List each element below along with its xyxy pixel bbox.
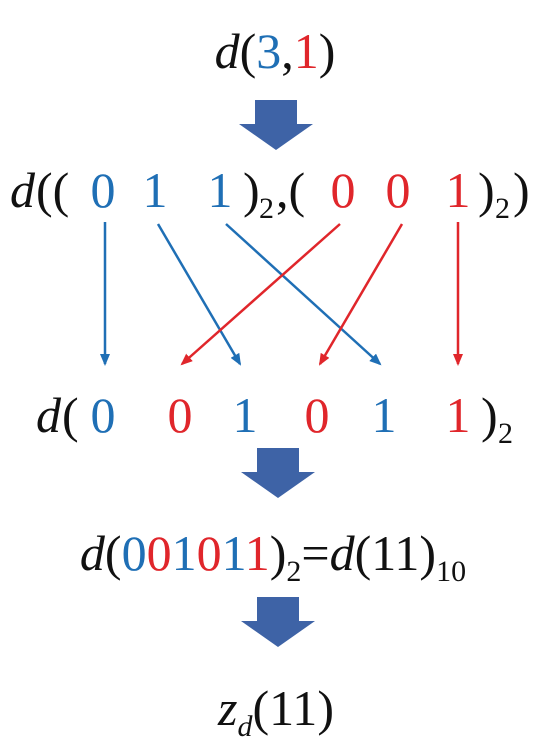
line4-close: )	[270, 525, 287, 581]
arrow-b0-to-pos1	[180, 223, 341, 366]
line4-sub2: 10	[436, 555, 466, 588]
line4-bit-2: 1	[172, 525, 197, 581]
line4-val: 11	[371, 525, 419, 581]
line3-sub: 2	[498, 417, 513, 450]
line3-bit-0: 0	[91, 387, 116, 443]
line5-val: 11	[269, 680, 317, 736]
line1-expression: d(3,1)	[215, 23, 336, 79]
line1-a: 3	[256, 23, 281, 79]
line4-close2: )	[419, 525, 436, 581]
line1-comma: ,	[281, 23, 294, 79]
line2-bit-b-2: 1	[446, 162, 471, 218]
line1-fn: d	[215, 23, 241, 79]
line4-fn2: d	[330, 525, 356, 581]
line3-open: (	[62, 387, 79, 443]
line4-expression: d(001011)2=d(11)10	[80, 525, 466, 588]
line2-bit-a-0: 0	[91, 162, 116, 218]
line3-fn: d	[36, 387, 62, 443]
line4-bit-3: 0	[197, 525, 222, 581]
line1-close: )	[319, 23, 336, 79]
line3-bit-1: 0	[168, 387, 193, 443]
line3-bit-4: 1	[372, 387, 397, 443]
arrow-a2-to-pos4	[225, 223, 382, 366]
line4-fn: d	[80, 525, 106, 581]
line2-open: ((	[36, 162, 69, 218]
line4-bit-4: 1	[222, 525, 245, 581]
line4-bit-5: 1	[245, 525, 270, 581]
line3-bit-5: 1	[446, 387, 471, 443]
down-arrow-1	[239, 100, 313, 150]
line2-close-b: )	[478, 162, 495, 218]
down-arrow-3	[241, 597, 315, 647]
line4-open: (	[105, 525, 122, 581]
line2-sub-b: 2	[495, 192, 510, 225]
line2-close-a: )	[243, 162, 260, 218]
line5-expression: zd(11)	[217, 680, 334, 743]
line3-bit-3: 0	[305, 387, 330, 443]
line4-bit-1: 0	[147, 525, 172, 581]
line2-bit-a-1: 1	[143, 162, 168, 218]
line5-open: (	[253, 680, 270, 736]
line2-end: )	[513, 162, 530, 218]
line2-bit-a-2: 1	[208, 162, 233, 218]
arrow-b1-to-pos3	[318, 223, 404, 366]
line1-open: (	[240, 23, 257, 79]
line2-bit-b-1: 0	[386, 162, 411, 218]
line2-sub-a: 2	[259, 192, 274, 225]
line4-bit-0: 0	[122, 525, 147, 581]
line2-sep: ,(	[276, 162, 305, 218]
line5-fn: z	[217, 680, 237, 736]
down-arrow-2	[241, 448, 315, 498]
line3-close: )	[481, 387, 498, 443]
line4-sub: 2	[286, 555, 301, 588]
arrow-a1-to-pos2	[156, 223, 242, 366]
line4-open2: (	[355, 525, 372, 581]
line2-fn: d	[10, 162, 36, 218]
line4-eq: =	[301, 525, 329, 581]
line2-bit-b-0: 0	[331, 162, 356, 218]
line5-close: )	[317, 680, 334, 736]
line5-fn-sub: d	[238, 710, 254, 743]
line3-bit-2: 1	[233, 387, 258, 443]
line1-b: 1	[294, 23, 319, 79]
